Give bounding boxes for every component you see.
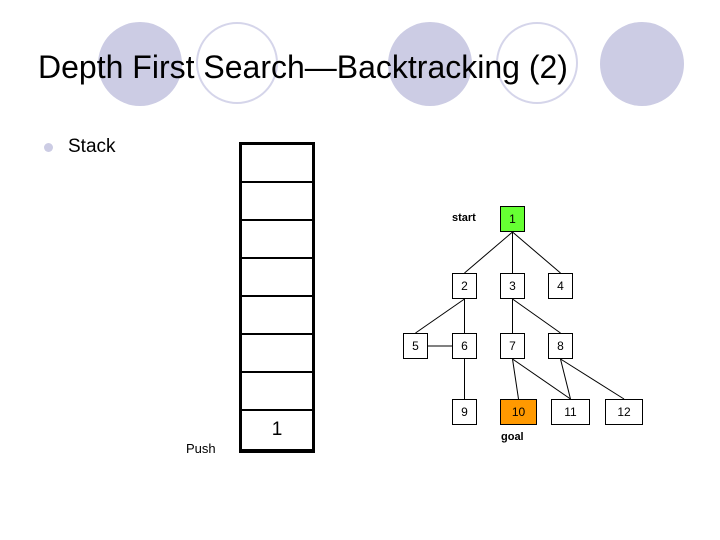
page-title: Depth First Search—Backtracking (2): [38, 49, 568, 85]
stack-cell-4: [242, 297, 312, 335]
tree-edge-8-12: [560, 358, 625, 400]
tree-edge-7-10: [512, 358, 519, 400]
tree-edge-1-4: [512, 231, 561, 274]
tree-node-9: 9: [452, 399, 477, 425]
tree-node-3: 3: [500, 273, 525, 299]
bullet-dot-icon: [44, 142, 53, 152]
tree-node-12: 12: [605, 399, 643, 425]
stack-push-label: Push: [186, 441, 216, 456]
tree-edge-2-5: [415, 298, 465, 334]
tree-edge-3-8: [512, 298, 561, 334]
tree-node-10: 10: [500, 399, 537, 425]
tree-edge-7-11: [512, 358, 571, 400]
tree-node-1: 1: [500, 206, 525, 232]
stack-cell-2: [242, 221, 312, 259]
bullet-item-label: Stack: [68, 136, 116, 157]
tree-node-5: 5: [403, 333, 428, 359]
bullet-item-stack: Stack: [44, 134, 116, 160]
tree-node-6: 6: [452, 333, 477, 359]
tree-node-8: 8: [548, 333, 573, 359]
stack-container: 1: [239, 142, 315, 453]
stack-cell-3: [242, 259, 312, 297]
tree-start-label: start: [452, 212, 476, 224]
stack-cell-6: [242, 373, 312, 411]
tree-node-11: 11: [551, 399, 590, 425]
stack-cell-1: [242, 183, 312, 221]
stack-cell-0: [242, 145, 312, 183]
tree-node-7: 7: [500, 333, 525, 359]
tree-node-4: 4: [548, 273, 573, 299]
stack-cell-5: [242, 335, 312, 373]
tree-node-2: 2: [452, 273, 477, 299]
stack-cell-7: 1: [242, 411, 312, 449]
tree-goal-label: goal: [501, 431, 524, 443]
tree-edge-8-11: [560, 358, 571, 400]
tree-edge-1-2: [464, 231, 513, 274]
